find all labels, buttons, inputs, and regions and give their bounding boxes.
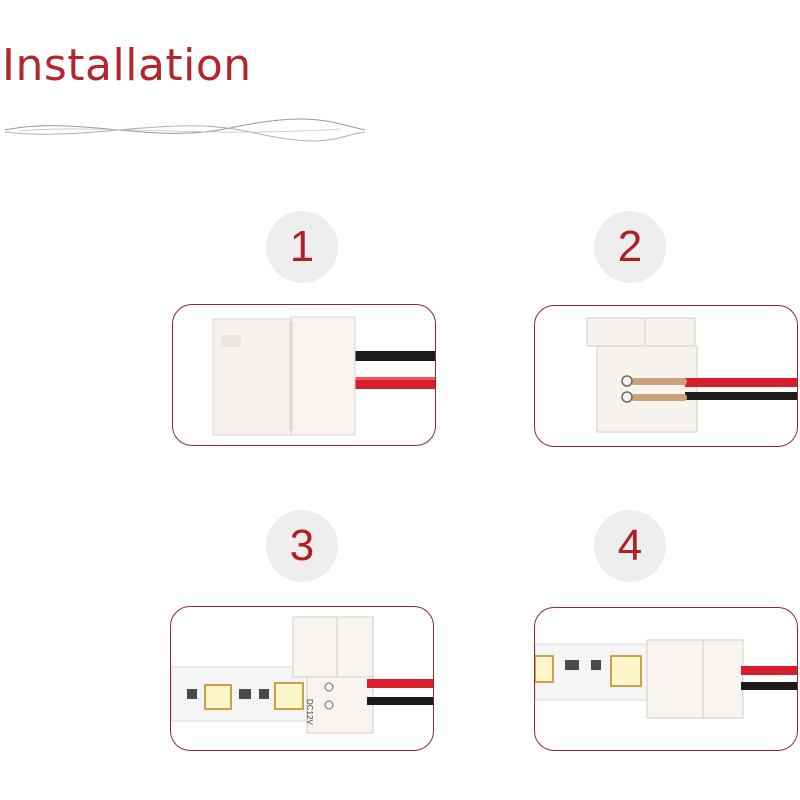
step-1-number: 1: [266, 211, 338, 283]
step-2-number: 2: [594, 211, 666, 283]
step-4-panel: [534, 607, 798, 751]
step-3-panel: DC12V: [170, 606, 434, 751]
step-4-number: 4: [594, 510, 666, 582]
decorative-swoosh: [4, 118, 366, 142]
page-title: Installation: [2, 40, 252, 91]
strip-connected-image: [535, 639, 797, 719]
strip-into-connector-image: DC12V: [171, 616, 433, 734]
connector-unplugged-image: [212, 316, 435, 436]
strip-voltage-label: DC12V: [305, 699, 314, 725]
connector-open-with-wires-image: [586, 317, 797, 433]
step-1-panel: [172, 304, 436, 446]
step-3-number: 3: [266, 510, 338, 582]
step-2-panel: [534, 305, 798, 447]
